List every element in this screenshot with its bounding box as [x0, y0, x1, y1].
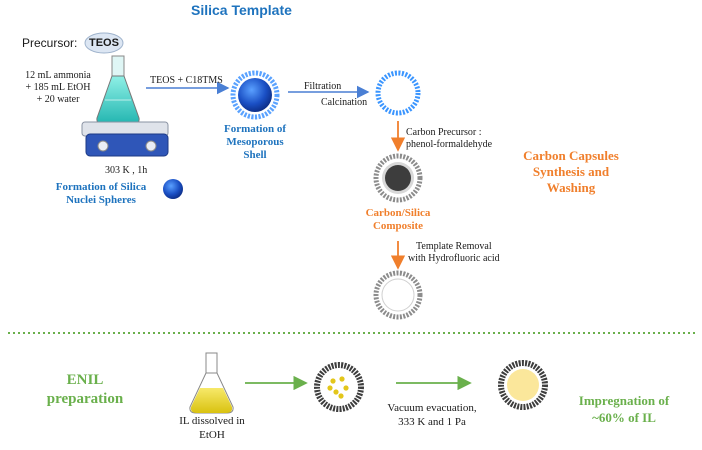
nuclei-label: Formation of Silica Nuclei Spheres: [46, 181, 156, 207]
composite-label: Carbon/Silica Composite: [352, 207, 444, 233]
recipe-text: 12 mL ammonia + 185 mL EtOH + 20 water: [14, 70, 102, 106]
carbon-precursor-label: Carbon Precursor : phenol-formaldehyde: [406, 127, 492, 151]
carbon-capsules-title: Carbon Capsules Synthesis and Washing: [505, 148, 637, 196]
template-removal-label: Template Removal with Hydrofluoric acid: [408, 241, 500, 265]
precursor-label: Precursor:: [22, 36, 78, 50]
recipe-line: + 185 mL EtOH: [25, 82, 91, 93]
filtration-label: Filtration: [304, 81, 342, 92]
il-label-line: IL dissolved in: [179, 415, 245, 427]
mesoporous-shell-label: Formation of Mesoporous Shell: [212, 123, 298, 162]
composite-label-line: Carbon/Silica: [365, 207, 431, 219]
teos-label: TEOS: [89, 37, 119, 49]
nuclei-label-line: Formation of Silica: [55, 181, 147, 193]
il-label-line: EtOH: [199, 429, 225, 441]
carbon-title-line: Synthesis and: [532, 164, 610, 179]
vacuum-label: Vacuum evacuation, 333 K and 1 Pa: [372, 401, 492, 429]
shell-label-line: Mesoporous: [226, 136, 284, 148]
capsule-with-il-droplets: [314, 362, 364, 412]
il-flask-icon: [189, 352, 234, 414]
vacuum-label-line: 333 K and 1 Pa: [398, 416, 466, 428]
il-filled-capsule: [498, 360, 548, 410]
carbon-precursor-line: Carbon Precursor :: [406, 127, 482, 138]
carbon-silica-composite: [373, 153, 423, 203]
enil-title: ENIL preparation: [30, 371, 140, 409]
vacuum-label-line: Vacuum evacuation,: [387, 402, 477, 414]
teos-c18tms-label: TEOS + C18TMS: [150, 75, 223, 86]
impregnation-label-line: Impregnation of: [578, 393, 670, 408]
il-dissolved-label: IL dissolved in EtOH: [160, 414, 264, 442]
calcination-label: Calcination: [321, 97, 368, 108]
carbon-title-line: Carbon Capsules: [523, 148, 619, 163]
enil-title-line: ENIL: [66, 372, 104, 388]
shell-label-line: Formation of: [223, 123, 286, 135]
carbon-precursor-line: phenol-formaldehyde: [406, 139, 493, 150]
flask-stirrer-icon: [81, 55, 169, 157]
silica-template-title: Silica Template: [191, 2, 292, 18]
enil-title-line: preparation: [46, 391, 124, 407]
recipe-line: + 20 water: [36, 94, 80, 105]
impregnation-label-line: ~60% of IL: [592, 410, 656, 425]
recipe-line: 12 mL ammonia: [25, 70, 91, 81]
impregnation-label: Impregnation of ~60% of IL: [562, 392, 686, 426]
nuclei-label-line: Nuclei Spheres: [66, 194, 136, 206]
carbon-capsule: [373, 270, 423, 320]
silica-nuclei-sphere: [163, 179, 183, 199]
shell-label-line: Shell: [243, 149, 267, 161]
removal-label-line: Template Removal: [415, 241, 492, 252]
composite-label-line: Composite: [372, 220, 424, 232]
conditions-label: 303 K , 1h: [105, 165, 148, 176]
teos-bubble: [84, 32, 124, 54]
mesoporous-shell-sphere: [230, 70, 280, 120]
carbon-title-line: Washing: [546, 180, 596, 195]
removal-label-line: with Hydrofluoric acid: [408, 253, 500, 264]
hollow-silica-shell: [375, 70, 421, 116]
